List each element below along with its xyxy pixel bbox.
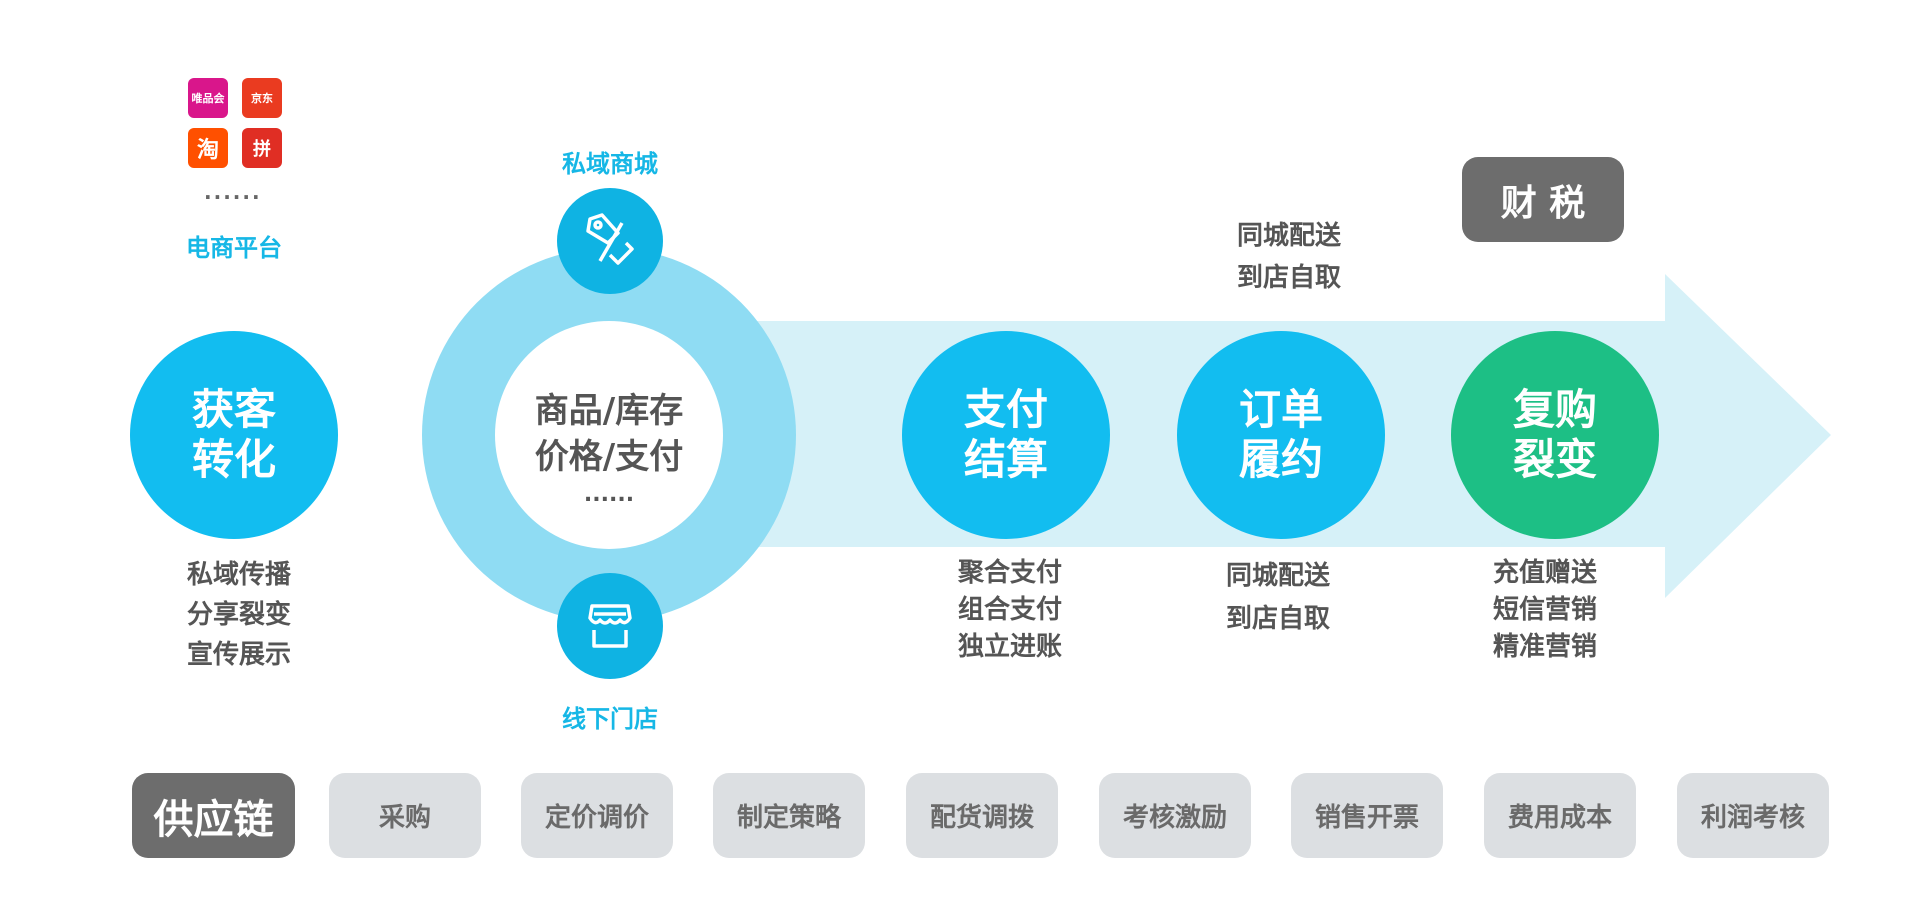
hub-line3: ...... [583, 482, 635, 507]
supply-item: 定价调价 [521, 773, 673, 858]
list-item: 到店自取 [1236, 263, 1342, 293]
acquire-circle: 获客 转化 [130, 331, 338, 539]
list-item: 组合支付 [957, 595, 1063, 625]
price-tag-icon [557, 188, 663, 294]
repurchase-circle: 复购 裂变 [1451, 331, 1659, 539]
hub-line2: 价格/支付 [534, 437, 684, 477]
list-item: 分享裂变 [186, 600, 292, 630]
supply-item: 采购 [329, 773, 481, 858]
hub-text: 商品/库存 价格/支付 ...... [535, 388, 683, 510]
taobao-logo: 淘 [188, 128, 228, 168]
supply-item: 利润考核 [1677, 773, 1829, 858]
list-item: 宣传展示 [186, 640, 292, 670]
supply-item: 配货调拨 [906, 773, 1058, 858]
list-item: 精准营销 [1492, 632, 1598, 662]
supply-item: 考核激励 [1099, 773, 1251, 858]
jd-logo: 京东 [242, 78, 282, 118]
order-line1: 订单 [1238, 385, 1323, 434]
list-item: 聚合支付 [957, 558, 1063, 588]
tax-box: 财 税 [1462, 157, 1624, 242]
list-item: 充值赠送 [1492, 558, 1598, 588]
hub-line1: 商品/库存 [534, 391, 684, 431]
acquire-line2: 转化 [191, 435, 276, 484]
list-item: 到店自取 [1225, 604, 1331, 634]
pay-line2: 结算 [963, 435, 1048, 484]
private-mall-label: 私域商城 [562, 150, 658, 178]
vip-logo: 唯品会 [188, 78, 228, 118]
store-icon [557, 573, 663, 679]
pay-circle: 支付 结算 [902, 331, 1110, 539]
repurchase-line1: 复购 [1512, 385, 1597, 434]
order-circle: 订单 履约 [1177, 331, 1385, 539]
ecommerce-label: 电商平台 [186, 234, 282, 262]
acquire-items: 私域传播 分享裂变 宣传展示 [187, 555, 291, 675]
pay-line1: 支付 [963, 385, 1048, 434]
supply-item: 制定策略 [713, 773, 865, 858]
offline-store-label: 线下门店 [562, 705, 658, 733]
supply-item: 销售开票 [1291, 773, 1443, 858]
supply-chain-box: 供应链 [132, 773, 295, 858]
more-dots: ...... [204, 180, 262, 204]
order-top-items: 同城配送 到店自取 [1237, 215, 1341, 299]
repurchase-line2: 裂变 [1512, 435, 1597, 484]
pay-items: 聚合支付 组合支付 独立进账 [958, 555, 1062, 666]
list-item: 同城配送 [1225, 561, 1331, 591]
list-item: 私域传播 [186, 560, 292, 590]
order-line2: 履约 [1238, 435, 1323, 484]
list-item: 同城配送 [1236, 221, 1342, 251]
supply-item: 费用成本 [1484, 773, 1636, 858]
pinduoduo-logo: 拼 [242, 128, 282, 168]
acquire-line1: 获客 [191, 385, 276, 434]
order-items: 同城配送 到店自取 [1226, 555, 1330, 641]
hub-center [495, 321, 723, 549]
repurchase-items: 充值赠送 短信营销 精准营销 [1493, 555, 1597, 666]
list-item: 独立进账 [957, 632, 1063, 662]
list-item: 短信营销 [1492, 595, 1598, 625]
